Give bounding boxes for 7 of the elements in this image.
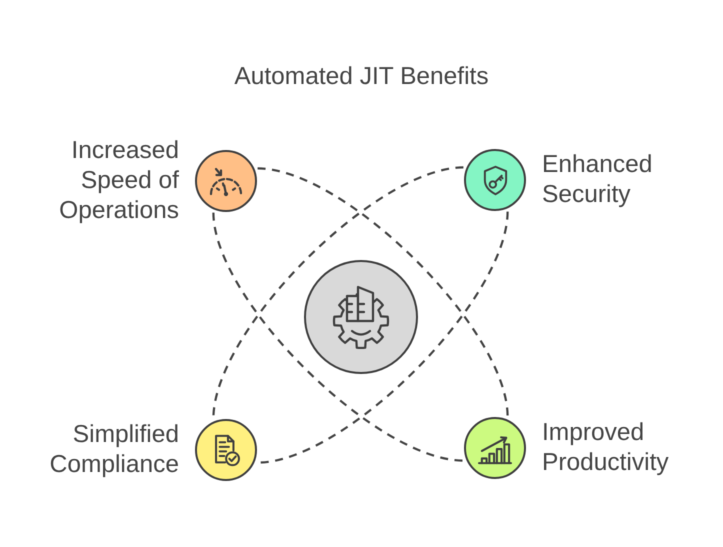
node-label: Increased Speed of Operations — [58, 136, 179, 226]
diagram-title: Automated JIT Benefits — [234, 62, 489, 92]
dashed-connector — [212, 212, 464, 462]
node-label: Improved Productivity — [542, 418, 670, 478]
node-label: Enhanced Security — [542, 150, 654, 210]
node-label: Simplified Compliance — [48, 420, 179, 480]
dashed-connector — [257, 167, 509, 417]
